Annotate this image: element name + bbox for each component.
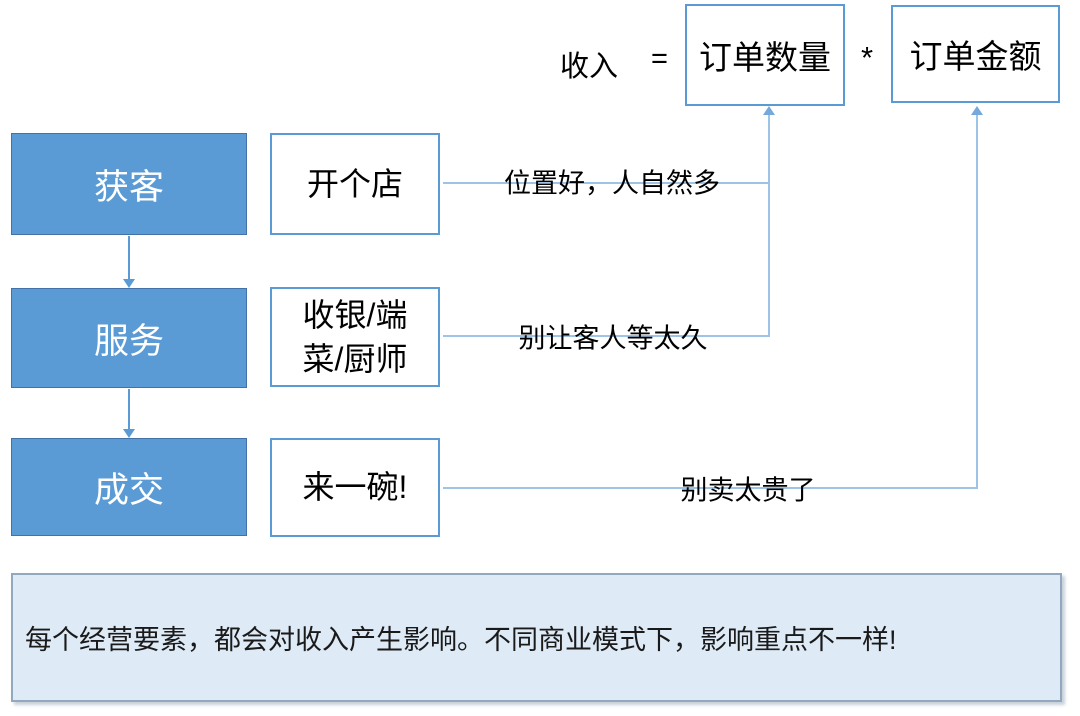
connector-h-line-3 — [443, 487, 977, 489]
stage-box-service: 服务 — [11, 288, 247, 388]
summary-banner: 每个经营要素，都会对收入产生影响。不同商业模式下，影响重点不一样! — [11, 573, 1062, 702]
action-box-open-shop: 开个店 — [270, 133, 440, 235]
note-wait-time: 别让客人等太久 — [518, 323, 708, 354]
stage-acquisition-label: 获客 — [93, 167, 164, 207]
action-order-bowl-label: 来一碗! — [302, 469, 408, 506]
connector-h-line-2 — [443, 335, 769, 337]
up-arrow-icon — [763, 106, 775, 115]
stage-service-label: 服务 — [93, 321, 164, 361]
formula-operator: * — [861, 40, 874, 75]
action-staff-label: 收银/端菜/厨师 — [302, 296, 408, 377]
action-box-staff: 收银/端菜/厨师 — [270, 287, 440, 387]
summary-banner-text: 每个经营要素，都会对收入产生影响。不同商业模式下，影响重点不一样! — [25, 625, 897, 655]
connector-h-line-1 — [443, 182, 769, 184]
factor-box-order-quantity: 订单数量 — [685, 4, 845, 106]
factor-order-amount-label: 订单金额 — [909, 38, 1042, 75]
formula-equals: = — [651, 43, 668, 75]
action-open-shop-label: 开个店 — [306, 165, 403, 202]
factor-order-quantity-label: 订单数量 — [699, 39, 831, 76]
stage-connector-line-2 — [128, 389, 130, 430]
down-arrow-icon — [123, 279, 135, 288]
down-arrow-icon — [123, 429, 135, 438]
connector-v-line-amount — [976, 113, 978, 489]
action-box-order-bowl: 来一碗! — [270, 438, 440, 537]
connector-v-line-quantity — [768, 113, 770, 337]
stage-box-deal: 成交 — [11, 438, 247, 536]
up-arrow-icon — [971, 106, 983, 115]
note-location: 位置好，人自然多 — [504, 168, 720, 199]
stage-box-acquisition: 获客 — [11, 133, 247, 235]
stage-deal-label: 成交 — [93, 470, 164, 510]
note-price: 别卖太贵了 — [680, 475, 816, 506]
factor-box-order-amount: 订单金额 — [891, 5, 1060, 103]
stage-connector-line-1 — [128, 236, 130, 280]
formula-lhs: 收入 — [560, 51, 619, 83]
